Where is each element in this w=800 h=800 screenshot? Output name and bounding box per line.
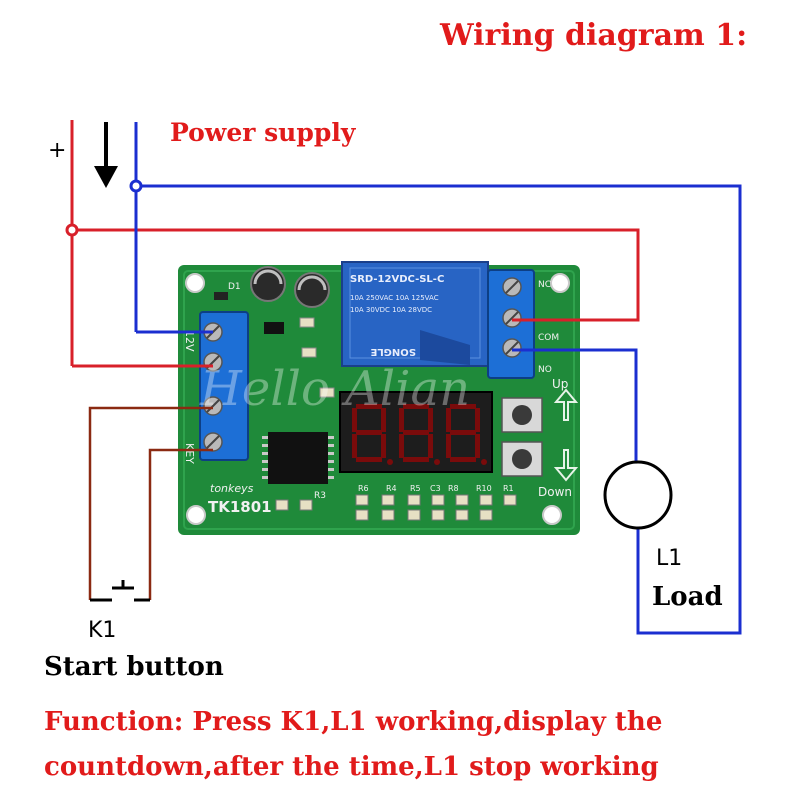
smd-diode — [214, 292, 228, 300]
blue-junction-dot — [129, 179, 143, 193]
smd-resistor — [301, 347, 317, 358]
com-silkscreen: COM — [538, 333, 559, 343]
load-lamp-icon — [603, 460, 673, 530]
v12-silkscreen: 12V — [183, 330, 196, 352]
relay-logo-shape — [420, 330, 470, 365]
key-silkscreen: KEY — [183, 443, 196, 464]
r8-silkscreen: R8 — [448, 484, 459, 493]
up-silkscreen: Up — [552, 377, 568, 391]
function-description-line2: countdown,after the time,L1 stop working — [44, 752, 659, 782]
smd-resistor — [319, 387, 335, 398]
model-silkscreen: TK1801 — [208, 498, 272, 516]
watermark-text: Hello Alian — [199, 361, 470, 417]
ic-chip — [268, 432, 328, 484]
down-button-cap — [512, 449, 532, 469]
down-arrow-icon — [553, 449, 579, 482]
capacitor-mark — [297, 275, 327, 291]
start-button-switch-icon — [90, 580, 150, 602]
smd-resistor — [299, 317, 315, 328]
r4-silkscreen: R4 — [386, 484, 397, 493]
up-arrow-icon — [553, 388, 579, 421]
start-button-label: Start button — [44, 652, 224, 682]
up-button-cap — [512, 405, 532, 425]
mount-hole — [550, 273, 570, 293]
display-digits — [352, 404, 487, 465]
relay-brand-text: SONGLE — [370, 346, 416, 357]
mount-hole — [185, 273, 205, 293]
down-arrow-icon — [94, 122, 118, 188]
positive-label: + — [48, 138, 67, 163]
mount-hole — [186, 505, 206, 525]
d1-silkscreen: D1 — [228, 282, 241, 292]
c3-silkscreen: C3 — [430, 484, 441, 493]
r3-silkscreen: R3 — [314, 491, 326, 501]
capacitor-mark — [253, 269, 283, 285]
red-positive-wire — [70, 120, 640, 368]
relay-spec1-text: 10A 250VAC 10A 125VAC — [350, 294, 439, 302]
load-label: Load — [652, 582, 723, 612]
r10-silkscreen: R10 — [476, 484, 492, 493]
brown-key-wire — [88, 406, 213, 600]
smd-row — [275, 494, 517, 521]
blue-negative-wire — [134, 122, 742, 635]
diagram-title: Wiring diagram 1: — [440, 18, 748, 53]
down-silkscreen: Down — [538, 485, 572, 499]
k1-label: K1 — [88, 618, 117, 643]
red-junction-dot — [65, 223, 79, 237]
function-description-line1: Function: Press K1,L1 working,display th… — [44, 707, 663, 737]
relay-model-text: SRD-12VDC-SL-C — [350, 274, 444, 285]
smd-transistor — [264, 322, 284, 334]
mount-hole — [542, 505, 562, 525]
l1-label: L1 — [656, 546, 683, 571]
relay-inner — [349, 267, 481, 359]
brand-silkscreen: tonkeys — [210, 482, 254, 495]
nc-silkscreen: NC — [538, 280, 551, 290]
relay-spec2-text: 10A 30VDC 10A 28VDC — [350, 306, 432, 314]
ic-pins — [262, 436, 334, 479]
down-push-button — [501, 441, 543, 477]
left-terminal-block — [199, 311, 249, 461]
no-silkscreen: NO — [538, 365, 552, 375]
power-supply-label: Power supply — [170, 118, 356, 147]
r5-silkscreen: R5 — [410, 484, 421, 493]
pcb-board: D1 12V KEY NC COM NO Up Down tonkeys TK1… — [178, 261, 580, 535]
r1-silkscreen: R1 — [503, 484, 514, 493]
right-terminal-screws — [502, 277, 522, 358]
r6-silkscreen: R6 — [358, 484, 369, 493]
